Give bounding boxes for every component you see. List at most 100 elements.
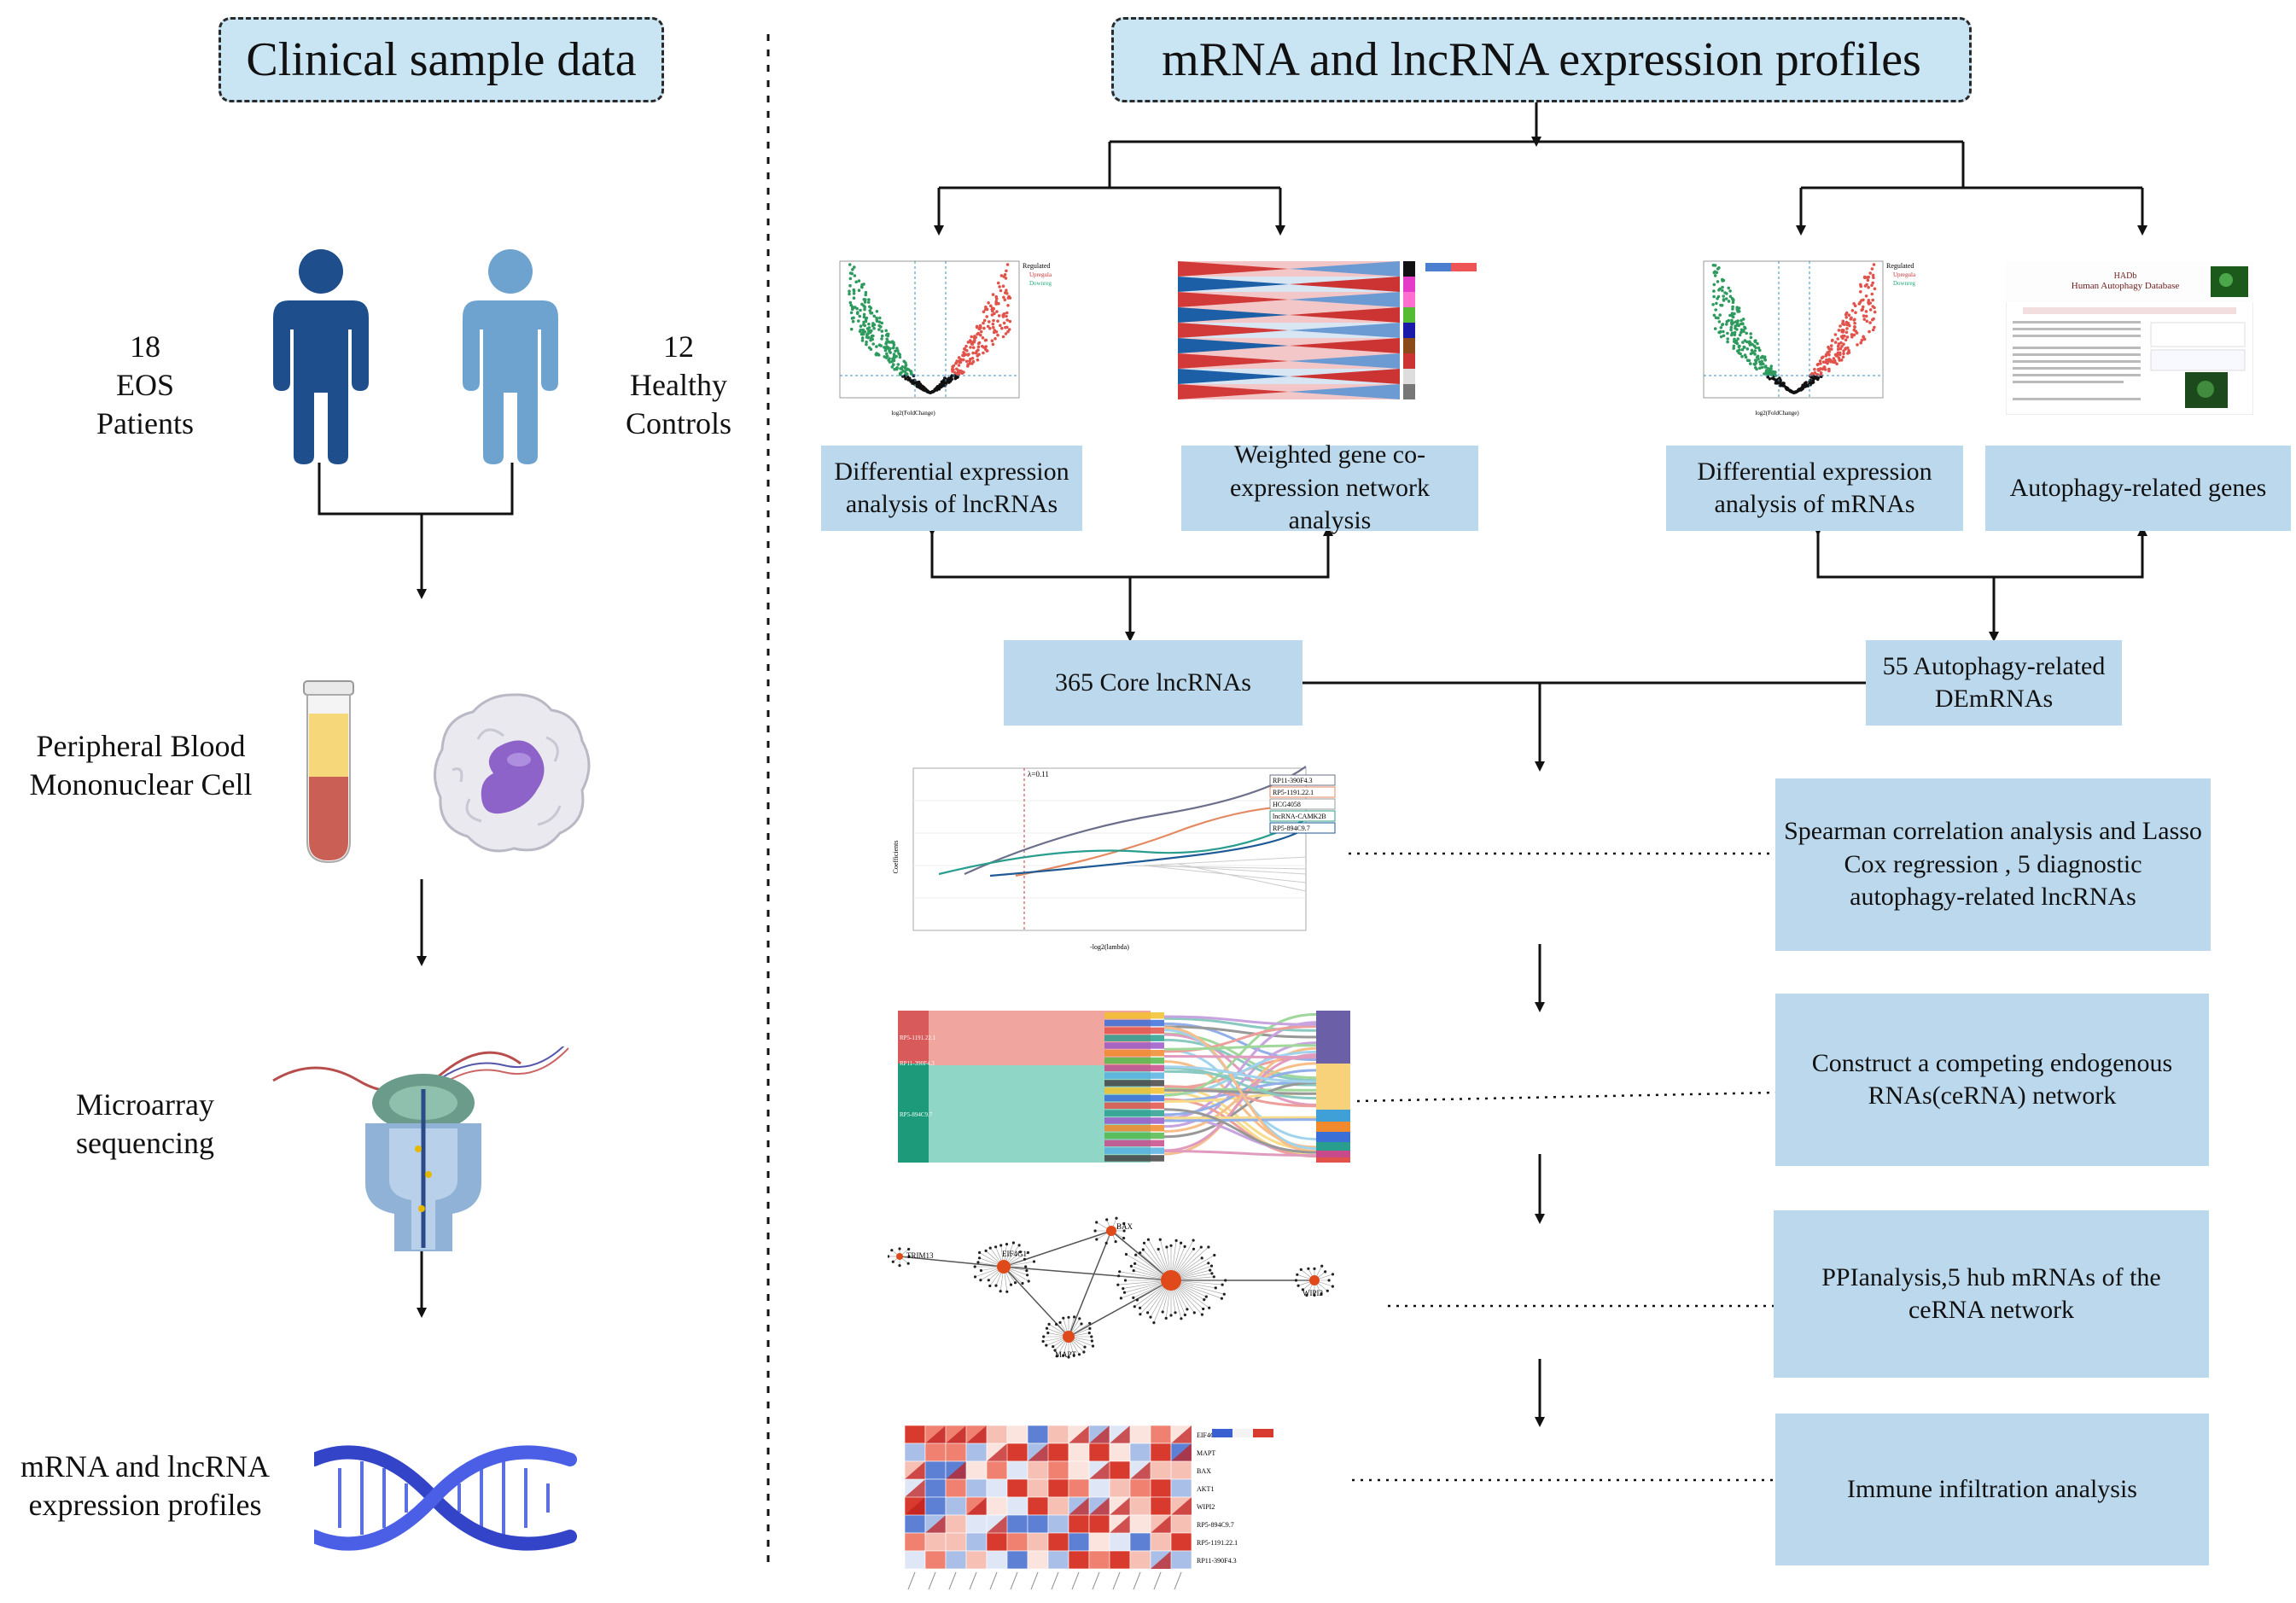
immune-cell bbox=[1088, 1478, 1110, 1498]
patients-label: 18 EOS Patients bbox=[68, 328, 222, 443]
control-person-icon bbox=[463, 249, 558, 464]
immune-cell bbox=[1088, 1532, 1110, 1552]
sankey-target-node bbox=[1316, 1089, 1350, 1110]
volcano-point bbox=[1866, 278, 1870, 283]
immune-cell bbox=[1170, 1532, 1192, 1552]
immune-cell bbox=[1047, 1443, 1069, 1462]
sankey-flow bbox=[1163, 1026, 1317, 1153]
volcano-lnc-xlabel: log2(FoldChange) bbox=[891, 410, 935, 417]
volcano-point bbox=[870, 312, 874, 315]
sankey-mirna-node bbox=[1104, 1050, 1164, 1057]
immune-sig bbox=[1089, 1461, 1110, 1479]
volcano-point bbox=[985, 307, 989, 312]
volcano-point bbox=[1736, 337, 1739, 341]
sankey-mirna-node bbox=[1104, 1125, 1164, 1132]
sankey-flow bbox=[1163, 1118, 1317, 1122]
volcano-point bbox=[1867, 299, 1871, 302]
immune-cell bbox=[1047, 1460, 1069, 1480]
sankey-left-node-1: RP5-1191.22.1 bbox=[900, 1035, 936, 1041]
volcano-point bbox=[1837, 342, 1841, 346]
immune-col-tick bbox=[1174, 1571, 1182, 1590]
ppi-hub bbox=[1063, 1331, 1075, 1343]
lasso-xlabel: -log2(lambda) bbox=[1090, 943, 1129, 951]
volcano-point bbox=[924, 388, 927, 391]
volcano-point bbox=[904, 364, 908, 367]
immune-sig bbox=[946, 1461, 966, 1479]
volcano-point bbox=[848, 263, 852, 266]
immune-cell bbox=[1109, 1443, 1131, 1462]
ppi-leaf bbox=[1221, 1283, 1224, 1286]
immune-col-tick bbox=[1112, 1571, 1121, 1590]
cerna-text: Construct a competing endogenous RNAs(ce… bbox=[1811, 1048, 2173, 1110]
volcano-point bbox=[1840, 345, 1844, 348]
immune-cell bbox=[1170, 1550, 1192, 1570]
immune-row-label: MAPT bbox=[1197, 1449, 1215, 1457]
volcano-point bbox=[1756, 341, 1759, 346]
sankey-mirna-node bbox=[1104, 1035, 1164, 1041]
volcano-point bbox=[967, 353, 970, 356]
volcano-point bbox=[875, 310, 879, 313]
immune-sig bbox=[905, 1461, 925, 1479]
volcano-point bbox=[954, 362, 958, 365]
volcano-point bbox=[1764, 364, 1768, 368]
volcano-point bbox=[1839, 347, 1843, 351]
immune-sig bbox=[1069, 1497, 1089, 1515]
volcano-point bbox=[961, 358, 964, 362]
volcano-point bbox=[1849, 318, 1853, 321]
immune-sig bbox=[1171, 1443, 1192, 1461]
volcano-point bbox=[1005, 263, 1010, 266]
volcano-point bbox=[1859, 290, 1862, 294]
volcano-point bbox=[1853, 318, 1856, 322]
immune-cell bbox=[1109, 1478, 1131, 1498]
volcano-point bbox=[997, 314, 1001, 318]
volcano-point bbox=[994, 297, 999, 300]
volcano-point bbox=[1763, 358, 1768, 362]
volcano-point bbox=[1844, 347, 1848, 350]
volcano-point bbox=[883, 355, 886, 358]
immune-col-tick bbox=[1030, 1571, 1039, 1590]
volcano-point bbox=[994, 330, 999, 334]
volcano-point bbox=[1854, 311, 1857, 314]
immune-cell bbox=[905, 1514, 926, 1534]
ppi-leaf bbox=[1124, 1252, 1128, 1256]
volcano-point bbox=[851, 319, 855, 324]
clinical-title-box: Clinical sample data bbox=[219, 17, 664, 102]
immune-sig bbox=[905, 1497, 925, 1515]
autophagy-genes-text: Autophagy-related genes bbox=[2009, 473, 2267, 502]
immune-cell bbox=[1068, 1550, 1090, 1570]
volcano-point bbox=[1871, 318, 1874, 322]
profiles-title-box: mRNA and lncRNA expression profiles bbox=[1111, 17, 1972, 102]
ppi-leaf bbox=[1301, 1288, 1304, 1291]
ppi-edge bbox=[1110, 1230, 1172, 1281]
wgcna-module-swatch bbox=[1403, 353, 1415, 369]
volcano-point bbox=[1749, 352, 1753, 356]
sankey-mirna-node bbox=[1104, 1057, 1164, 1064]
immune-cell bbox=[986, 1425, 1008, 1444]
ppi-leaf bbox=[1139, 1306, 1142, 1309]
volcano-point bbox=[999, 289, 1003, 293]
ppi-leaf bbox=[1025, 1269, 1029, 1273]
ppi-leaf bbox=[1139, 1313, 1142, 1316]
volcano-point bbox=[1728, 289, 1732, 293]
volcano-point bbox=[982, 318, 987, 323]
sankey-flow bbox=[1163, 1081, 1317, 1139]
ppi-leaf bbox=[1122, 1291, 1127, 1294]
microarray-line2: sequencing bbox=[76, 1126, 214, 1160]
volcano-point bbox=[1820, 356, 1824, 360]
immune-sig bbox=[905, 1479, 925, 1497]
volcano-point bbox=[864, 318, 868, 322]
immune-sig bbox=[966, 1425, 987, 1443]
pbmc-line1: Peripheral Blood bbox=[36, 729, 246, 763]
ppi-leaf bbox=[1307, 1267, 1310, 1270]
volcano-point bbox=[1758, 348, 1762, 353]
volcano-point bbox=[857, 279, 861, 283]
volcano-point bbox=[1862, 314, 1866, 318]
ppi-hub bbox=[1161, 1270, 1181, 1291]
wgcna-module-swatch bbox=[1403, 323, 1415, 338]
volcano-point bbox=[1731, 315, 1735, 319]
volcano-point bbox=[1740, 347, 1745, 352]
volcano-point bbox=[1725, 323, 1728, 326]
volcano-point bbox=[976, 331, 980, 335]
immune-cell bbox=[924, 1496, 947, 1516]
